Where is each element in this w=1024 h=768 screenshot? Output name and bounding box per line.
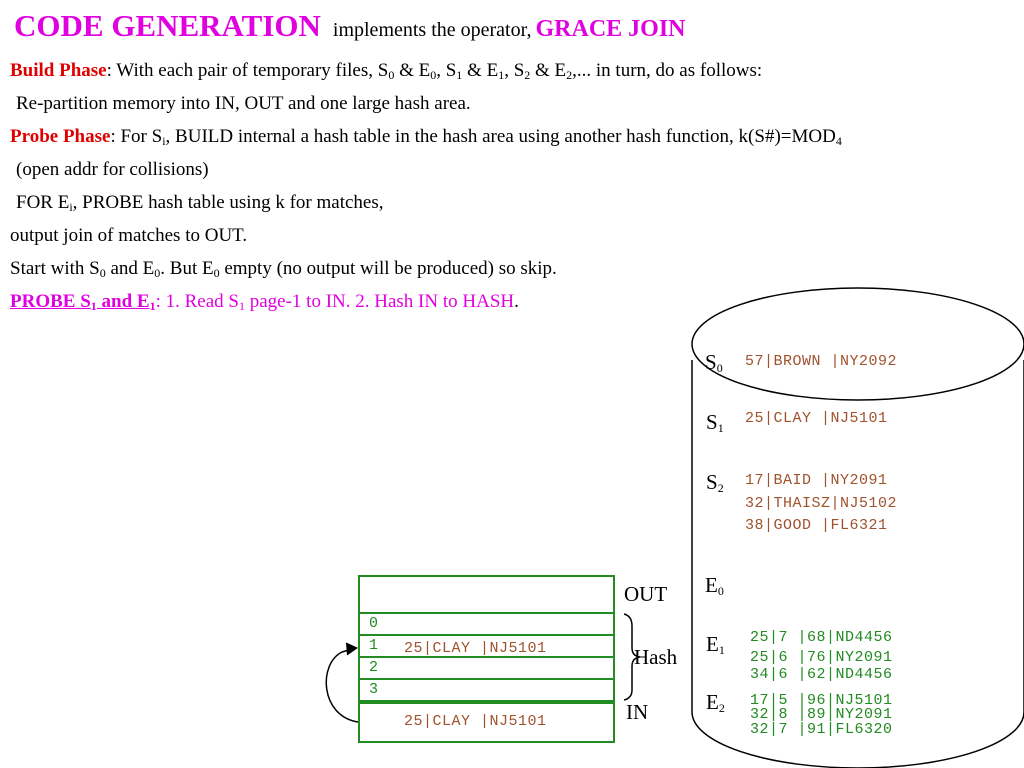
hash-label: Hash bbox=[634, 645, 678, 669]
build-phase-label: Build Phase bbox=[10, 60, 107, 81]
build-sub-s1: 1 bbox=[456, 68, 463, 82]
start-sub-e: 0 bbox=[154, 266, 161, 280]
e1-record: 25|7 |68|ND4456 bbox=[750, 629, 893, 646]
hash-brace bbox=[623, 613, 641, 701]
build-sub-e2: 2 bbox=[566, 68, 573, 82]
build-phase-line: Build Phase: With each pair of temporary… bbox=[10, 60, 762, 83]
build-text-2: & E bbox=[394, 60, 431, 81]
disk-top bbox=[691, 287, 1024, 401]
build-sub-e1: 1 bbox=[498, 68, 505, 82]
out-buffer bbox=[358, 575, 615, 614]
start-sub-e2: 0 bbox=[213, 266, 220, 280]
probe-text-1: : For S bbox=[110, 126, 163, 147]
start-text-4: empty (no output will be produced) so sk… bbox=[219, 258, 557, 279]
step-line: PROBE S1 and E1: 1. Read S1 page-1 to IN… bbox=[10, 291, 519, 314]
probe-sub-4: 4 bbox=[835, 134, 842, 148]
out-label: OUT bbox=[624, 582, 668, 606]
hash-slot-0: 0 bbox=[358, 612, 615, 636]
slot1-record: 25|CLAY |NJ5101 bbox=[404, 640, 547, 657]
slot-number: 2 bbox=[369, 659, 379, 676]
for-text-1: FOR E bbox=[16, 192, 70, 213]
build-text-5: , S bbox=[504, 60, 525, 81]
step-link-text-2: and E bbox=[96, 291, 150, 312]
title-operator: GRACE JOIN bbox=[535, 16, 686, 42]
for-text-2: , PROBE hash table using k for matches, bbox=[72, 192, 384, 213]
page-title: CODE GENERATION implements the operator,… bbox=[14, 8, 686, 44]
slot-number: 3 bbox=[369, 681, 379, 698]
build-sub-s0: 0 bbox=[388, 68, 395, 82]
hash-slot-1: 1 25|CLAY |NJ5101 bbox=[358, 634, 615, 658]
start-text-1: Start with S bbox=[10, 258, 100, 279]
e1-record: 25|6 |76|NY2091 bbox=[750, 649, 893, 666]
slot-number: 0 bbox=[369, 615, 379, 632]
arrow-head-icon bbox=[345, 642, 359, 656]
build-text-4: & E bbox=[462, 60, 499, 81]
probe-step-link[interactable]: PROBE S1 and E1 bbox=[10, 291, 156, 313]
probe-text-2: , BUILD internal a hash table in the has… bbox=[165, 126, 836, 147]
for-line: FOR Ei, PROBE hash table using k for mat… bbox=[16, 192, 384, 215]
in-record: 25|CLAY |NJ5101 bbox=[404, 713, 547, 730]
repartition-line: Re-partition memory into IN, OUT and one… bbox=[16, 93, 471, 114]
step-text-sub: 1 bbox=[238, 299, 245, 313]
s1-label: S1 bbox=[706, 410, 724, 435]
e2-record: 17|5 |96|NJ5101 bbox=[750, 692, 893, 709]
build-text-3: , S bbox=[436, 60, 457, 81]
open-addr-line: (open addr for collisions) bbox=[16, 159, 209, 180]
s1-record: 25|CLAY |NJ5101 bbox=[745, 410, 888, 427]
hash-slot-3: 3 bbox=[358, 678, 615, 702]
e1-label: E1 bbox=[706, 632, 725, 657]
for-sub-i: i bbox=[69, 200, 73, 214]
in-buffer: 25|CLAY |NJ5101 bbox=[358, 702, 615, 743]
step-text-1: : 1. Read S bbox=[155, 291, 239, 312]
s2-record: 38|GOOD |FL6321 bbox=[745, 517, 888, 534]
probe-phase-label: Probe Phase bbox=[10, 126, 111, 147]
probe-phase-line: Probe Phase: For Si, BUILD internal a ha… bbox=[10, 126, 842, 149]
s2-label: S2 bbox=[706, 470, 724, 495]
probe-sub-i: i bbox=[162, 134, 166, 148]
build-text-6: & E bbox=[530, 60, 567, 81]
step-link-text-1: PROBE S bbox=[10, 291, 91, 312]
e2-record: 32|8 |89|NY2091 bbox=[750, 706, 893, 723]
start-line: Start with S0 and E0. But E0 empty (no o… bbox=[10, 258, 557, 281]
build-text-1: : With each pair of temporary files, S bbox=[106, 60, 389, 81]
e2-record: 32|7 |91|FL6320 bbox=[750, 721, 893, 738]
start-sub-s: 0 bbox=[99, 266, 106, 280]
step-text-2: page-1 to IN. 2. Hash IN to HASH bbox=[244, 291, 515, 312]
build-text-7: ,... in turn, do as follows: bbox=[572, 60, 763, 81]
s0-record: 57|BROWN |NY2092 bbox=[745, 353, 898, 370]
step-link-sub-e: 1 bbox=[149, 299, 156, 313]
start-text-3: . But E bbox=[160, 258, 214, 279]
build-sub-s2: 2 bbox=[524, 68, 531, 82]
step-link-sub-s: 1 bbox=[90, 299, 97, 313]
s2-record: 32|THAISZ|NJ5102 bbox=[745, 495, 898, 512]
hash-arrow bbox=[325, 647, 359, 723]
title-implements: implements the operator, bbox=[332, 19, 532, 41]
start-text-2: and E bbox=[105, 258, 155, 279]
title-main: CODE GENERATION bbox=[14, 8, 321, 43]
slot-number: 1 bbox=[369, 637, 379, 654]
e1-record: 34|6 |62|ND4456 bbox=[750, 666, 893, 683]
build-sub-e0: 0 bbox=[430, 68, 437, 82]
in-label: IN bbox=[626, 700, 649, 724]
e2-label: E2 bbox=[706, 690, 725, 715]
s0-label: S0 bbox=[705, 350, 723, 375]
step-period: . bbox=[514, 291, 519, 312]
e0-label: E0 bbox=[705, 573, 724, 598]
hash-slot-2: 2 bbox=[358, 656, 615, 680]
output-line: output join of matches to OUT. bbox=[10, 225, 248, 246]
s2-record: 17|BAID |NY2091 bbox=[745, 472, 888, 489]
